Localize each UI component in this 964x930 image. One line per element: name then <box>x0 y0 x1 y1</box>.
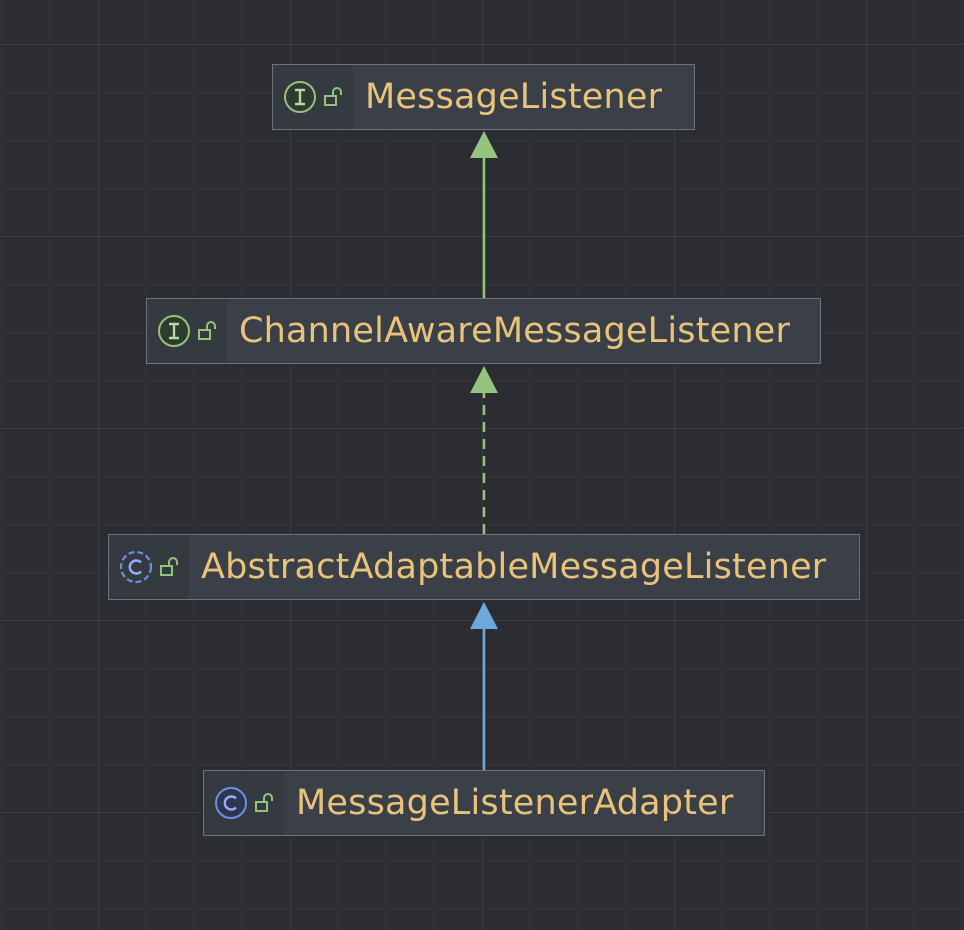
node-abstract-adaptable-message-listener[interactable]: AbstractAdaptableMessageListener <box>108 534 860 600</box>
class-icon <box>215 787 247 819</box>
unlocked-icon <box>198 321 216 340</box>
node-label: AbstractAdaptableMessageListener <box>201 546 827 587</box>
unlocked-icon <box>324 87 342 106</box>
node-message-listener[interactable]: MessageListener <box>272 64 695 130</box>
interface-icon <box>158 315 190 347</box>
interface-icon <box>284 81 316 113</box>
abstract-class-icon <box>119 550 153 584</box>
node-label: MessageListener <box>365 76 663 117</box>
node-label: MessageListenerAdapter <box>296 782 734 823</box>
unlocked-icon <box>255 793 273 812</box>
arrowhead-channel-aware <box>470 366 498 393</box>
node-icons <box>273 65 353 129</box>
node-icons <box>204 771 284 835</box>
arrowhead-abstract-adaptable <box>470 602 498 629</box>
node-icons <box>147 299 227 363</box>
node-label: ChannelAwareMessageListener <box>239 310 791 351</box>
node-icons <box>109 535 189 599</box>
unlocked-icon <box>160 557 178 576</box>
node-channel-aware-message-listener[interactable]: ChannelAwareMessageListener <box>146 298 821 364</box>
node-message-listener-adapter[interactable]: MessageListenerAdapter <box>203 770 765 836</box>
arrowhead-message-listener <box>470 131 498 158</box>
